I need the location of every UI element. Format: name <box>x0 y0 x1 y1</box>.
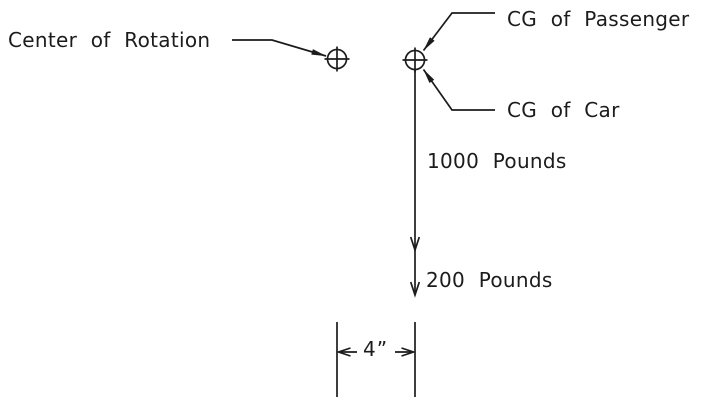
center-of-rotation-symbol <box>324 46 350 72</box>
center-of-rotation-leader <box>232 39 327 57</box>
dimension-4in <box>335 322 417 397</box>
force-line <box>409 70 421 298</box>
force-arrowhead-200 <box>409 281 421 298</box>
force-arrowhead-1000 <box>409 236 421 253</box>
dimension-arrowhead-right <box>401 347 417 357</box>
cg-passenger-leader <box>422 12 495 52</box>
cg-car-leader <box>422 69 495 111</box>
force-200-pounds-label: 200 Pounds <box>426 268 553 292</box>
center-of-rotation-label: Center of Rotation <box>8 28 211 52</box>
dimension-arrowhead-left <box>335 347 351 357</box>
cg-of-passenger-label: CG of Passenger <box>507 7 690 31</box>
force-1000-pounds-label: 1000 Pounds <box>427 149 567 173</box>
cg-symbol <box>402 47 428 73</box>
dimension-4in-label: 4” <box>363 337 389 361</box>
cg-of-car-label: CG of Car <box>507 98 620 122</box>
